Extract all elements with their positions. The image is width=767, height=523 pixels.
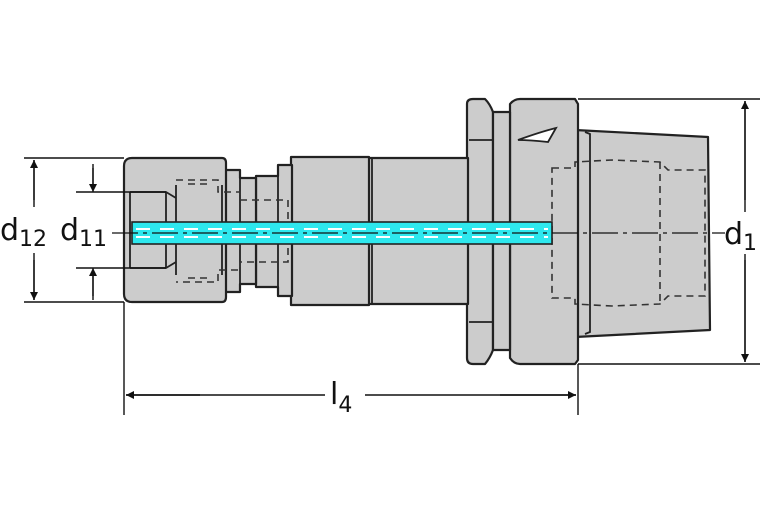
dimension-arrows: [30, 101, 749, 399]
coolant-bore-hidden: [136, 228, 548, 238]
d1-label: d1: [724, 217, 757, 256]
d11-label: d11: [60, 213, 107, 252]
l4-label: l4: [330, 377, 352, 418]
d12-label: d12: [0, 213, 47, 252]
